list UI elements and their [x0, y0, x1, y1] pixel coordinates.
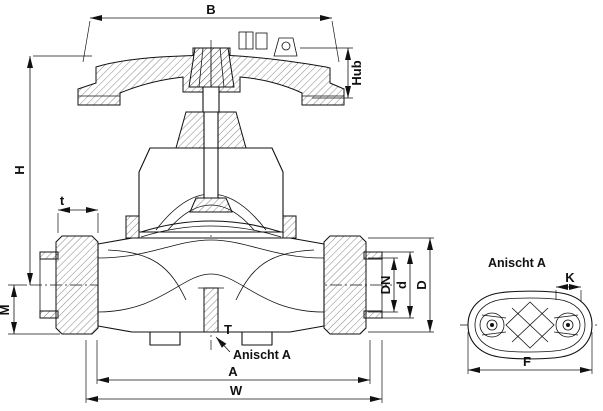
- bottom-stud: [203, 287, 219, 333]
- dim-label-K: K: [565, 270, 575, 285]
- dim-label-H: H: [12, 165, 27, 174]
- view-a-callout: Anischt A: [215, 336, 291, 362]
- dim-label-DN: DN: [378, 276, 393, 295]
- dim-H: H: [12, 55, 92, 285]
- dim-label-d: d: [394, 281, 409, 289]
- dim-label-Hub: Hub: [349, 60, 364, 85]
- bonnet: [125, 147, 297, 239]
- dim-K: K: [555, 270, 582, 302]
- union-nut-left: [55, 235, 99, 335]
- dim-F: F: [467, 332, 593, 374]
- view-a-callout-label: Anischt A: [233, 348, 291, 362]
- flow-path-upper: [97, 239, 325, 259]
- mounting-lug: [273, 37, 298, 57]
- dim-B: B: [82, 2, 340, 63]
- dim-label-M: M: [0, 305, 12, 316]
- valve-body: [97, 237, 325, 346]
- dim-label-t: t: [60, 193, 65, 208]
- oval-flange-inner: [474, 297, 586, 353]
- nameplate-blocks: [238, 31, 298, 57]
- dim-label-B: B: [206, 2, 215, 17]
- center-ribs: [481, 301, 579, 349]
- dim-W: W: [85, 340, 383, 403]
- spindle-neck: [175, 86, 247, 149]
- dim-label-D: D: [414, 280, 429, 289]
- dim-label-F: F: [523, 354, 531, 369]
- dim-T: T: [224, 322, 232, 337]
- main-view: [30, 31, 392, 350]
- compressor: [189, 197, 233, 213]
- bolt-boss-right: [555, 312, 581, 338]
- dim-d: d: [372, 251, 414, 319]
- dim-DN: DN: [368, 257, 398, 313]
- dim-label-T: T: [224, 322, 232, 337]
- bonnet-bolt-right: [282, 215, 297, 239]
- dim-A: A: [96, 340, 371, 384]
- foot-left: [149, 331, 181, 346]
- side-view: Anischt A K: [460, 256, 600, 374]
- dim-Hub: Hub: [300, 47, 364, 99]
- foot-right: [241, 331, 273, 346]
- yoke: [77, 47, 345, 106]
- dim-M: M: [0, 284, 60, 335]
- side-view-title: Anischt A: [488, 256, 546, 270]
- bolt-boss-left: [479, 312, 505, 338]
- weir-curve: [97, 273, 325, 313]
- union-nut-right: [323, 235, 367, 335]
- dim-label-A: A: [228, 364, 238, 379]
- dim-D: D: [368, 237, 434, 333]
- dim-t: t: [57, 193, 99, 233]
- bonnet-bolt-left: [125, 215, 140, 239]
- dim-label-W: W: [230, 383, 243, 398]
- diaphragm: [140, 220, 282, 238]
